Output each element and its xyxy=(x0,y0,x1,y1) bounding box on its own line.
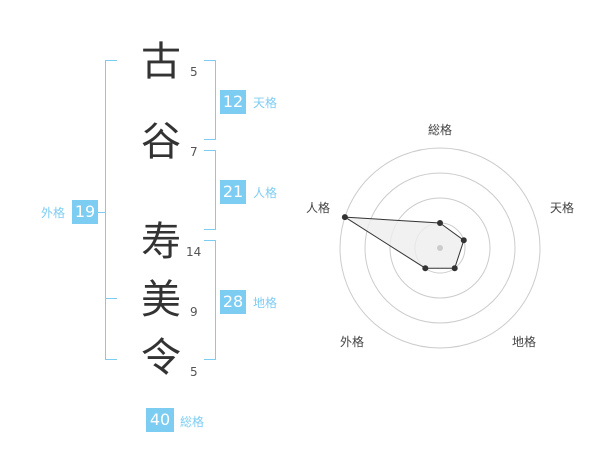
radar-axis-label-3: 地格 xyxy=(512,335,537,349)
chikaku-badge: 28 xyxy=(220,290,246,314)
stroke-count-3: 14 xyxy=(186,245,202,259)
gaikaku-bracket-notch xyxy=(105,298,117,299)
radar-axis-label-1: 総格 xyxy=(428,123,453,137)
tenkaku-bracket xyxy=(204,60,216,140)
tenkaku-label: 天格 xyxy=(253,96,278,110)
radar-center-dot xyxy=(437,245,443,251)
jinkaku-badge: 21 xyxy=(220,180,246,204)
name-char-3: 寿 xyxy=(141,219,181,265)
stroke-count-1: 5 xyxy=(190,65,198,79)
radar-axis-label-4: 外格 xyxy=(340,335,365,349)
soukaku-badge: 40 xyxy=(146,408,174,432)
radar-ring xyxy=(389,197,491,299)
radar-axis-label-2: 天格 xyxy=(550,201,575,215)
gaikaku-badge: 19 xyxy=(72,200,98,224)
name-char-4: 美 xyxy=(141,277,181,323)
stroke-count-4: 9 xyxy=(190,305,198,319)
gaikaku-label: 外格 xyxy=(41,206,66,220)
soukaku-label: 総格 xyxy=(180,415,205,429)
name-char-1: 古 xyxy=(141,39,181,85)
radar-point-5 xyxy=(341,214,348,221)
jinkaku-bracket xyxy=(204,150,216,230)
radar-axis-label-5: 人格 xyxy=(306,201,331,215)
radar-ring xyxy=(364,172,516,324)
radar-point-2 xyxy=(460,237,467,244)
gaikaku-bracket-stub xyxy=(97,212,106,213)
chikaku-bracket xyxy=(204,240,216,360)
stroke-count-2: 7 xyxy=(190,145,198,159)
radar-ring xyxy=(339,147,541,349)
gaikaku-bracket xyxy=(105,60,117,360)
chikaku-label: 地格 xyxy=(253,296,278,310)
tenkaku-badge: 12 xyxy=(220,90,246,114)
name-char-5: 令 xyxy=(141,335,181,381)
radar-point-4 xyxy=(422,265,429,272)
radar-point-1 xyxy=(437,220,443,226)
jinkaku-label: 人格 xyxy=(253,186,278,200)
stroke-count-5: 5 xyxy=(190,365,198,379)
name-char-2: 谷 xyxy=(141,119,181,165)
radar-point-3 xyxy=(451,265,458,272)
radar-series-area xyxy=(344,216,465,269)
